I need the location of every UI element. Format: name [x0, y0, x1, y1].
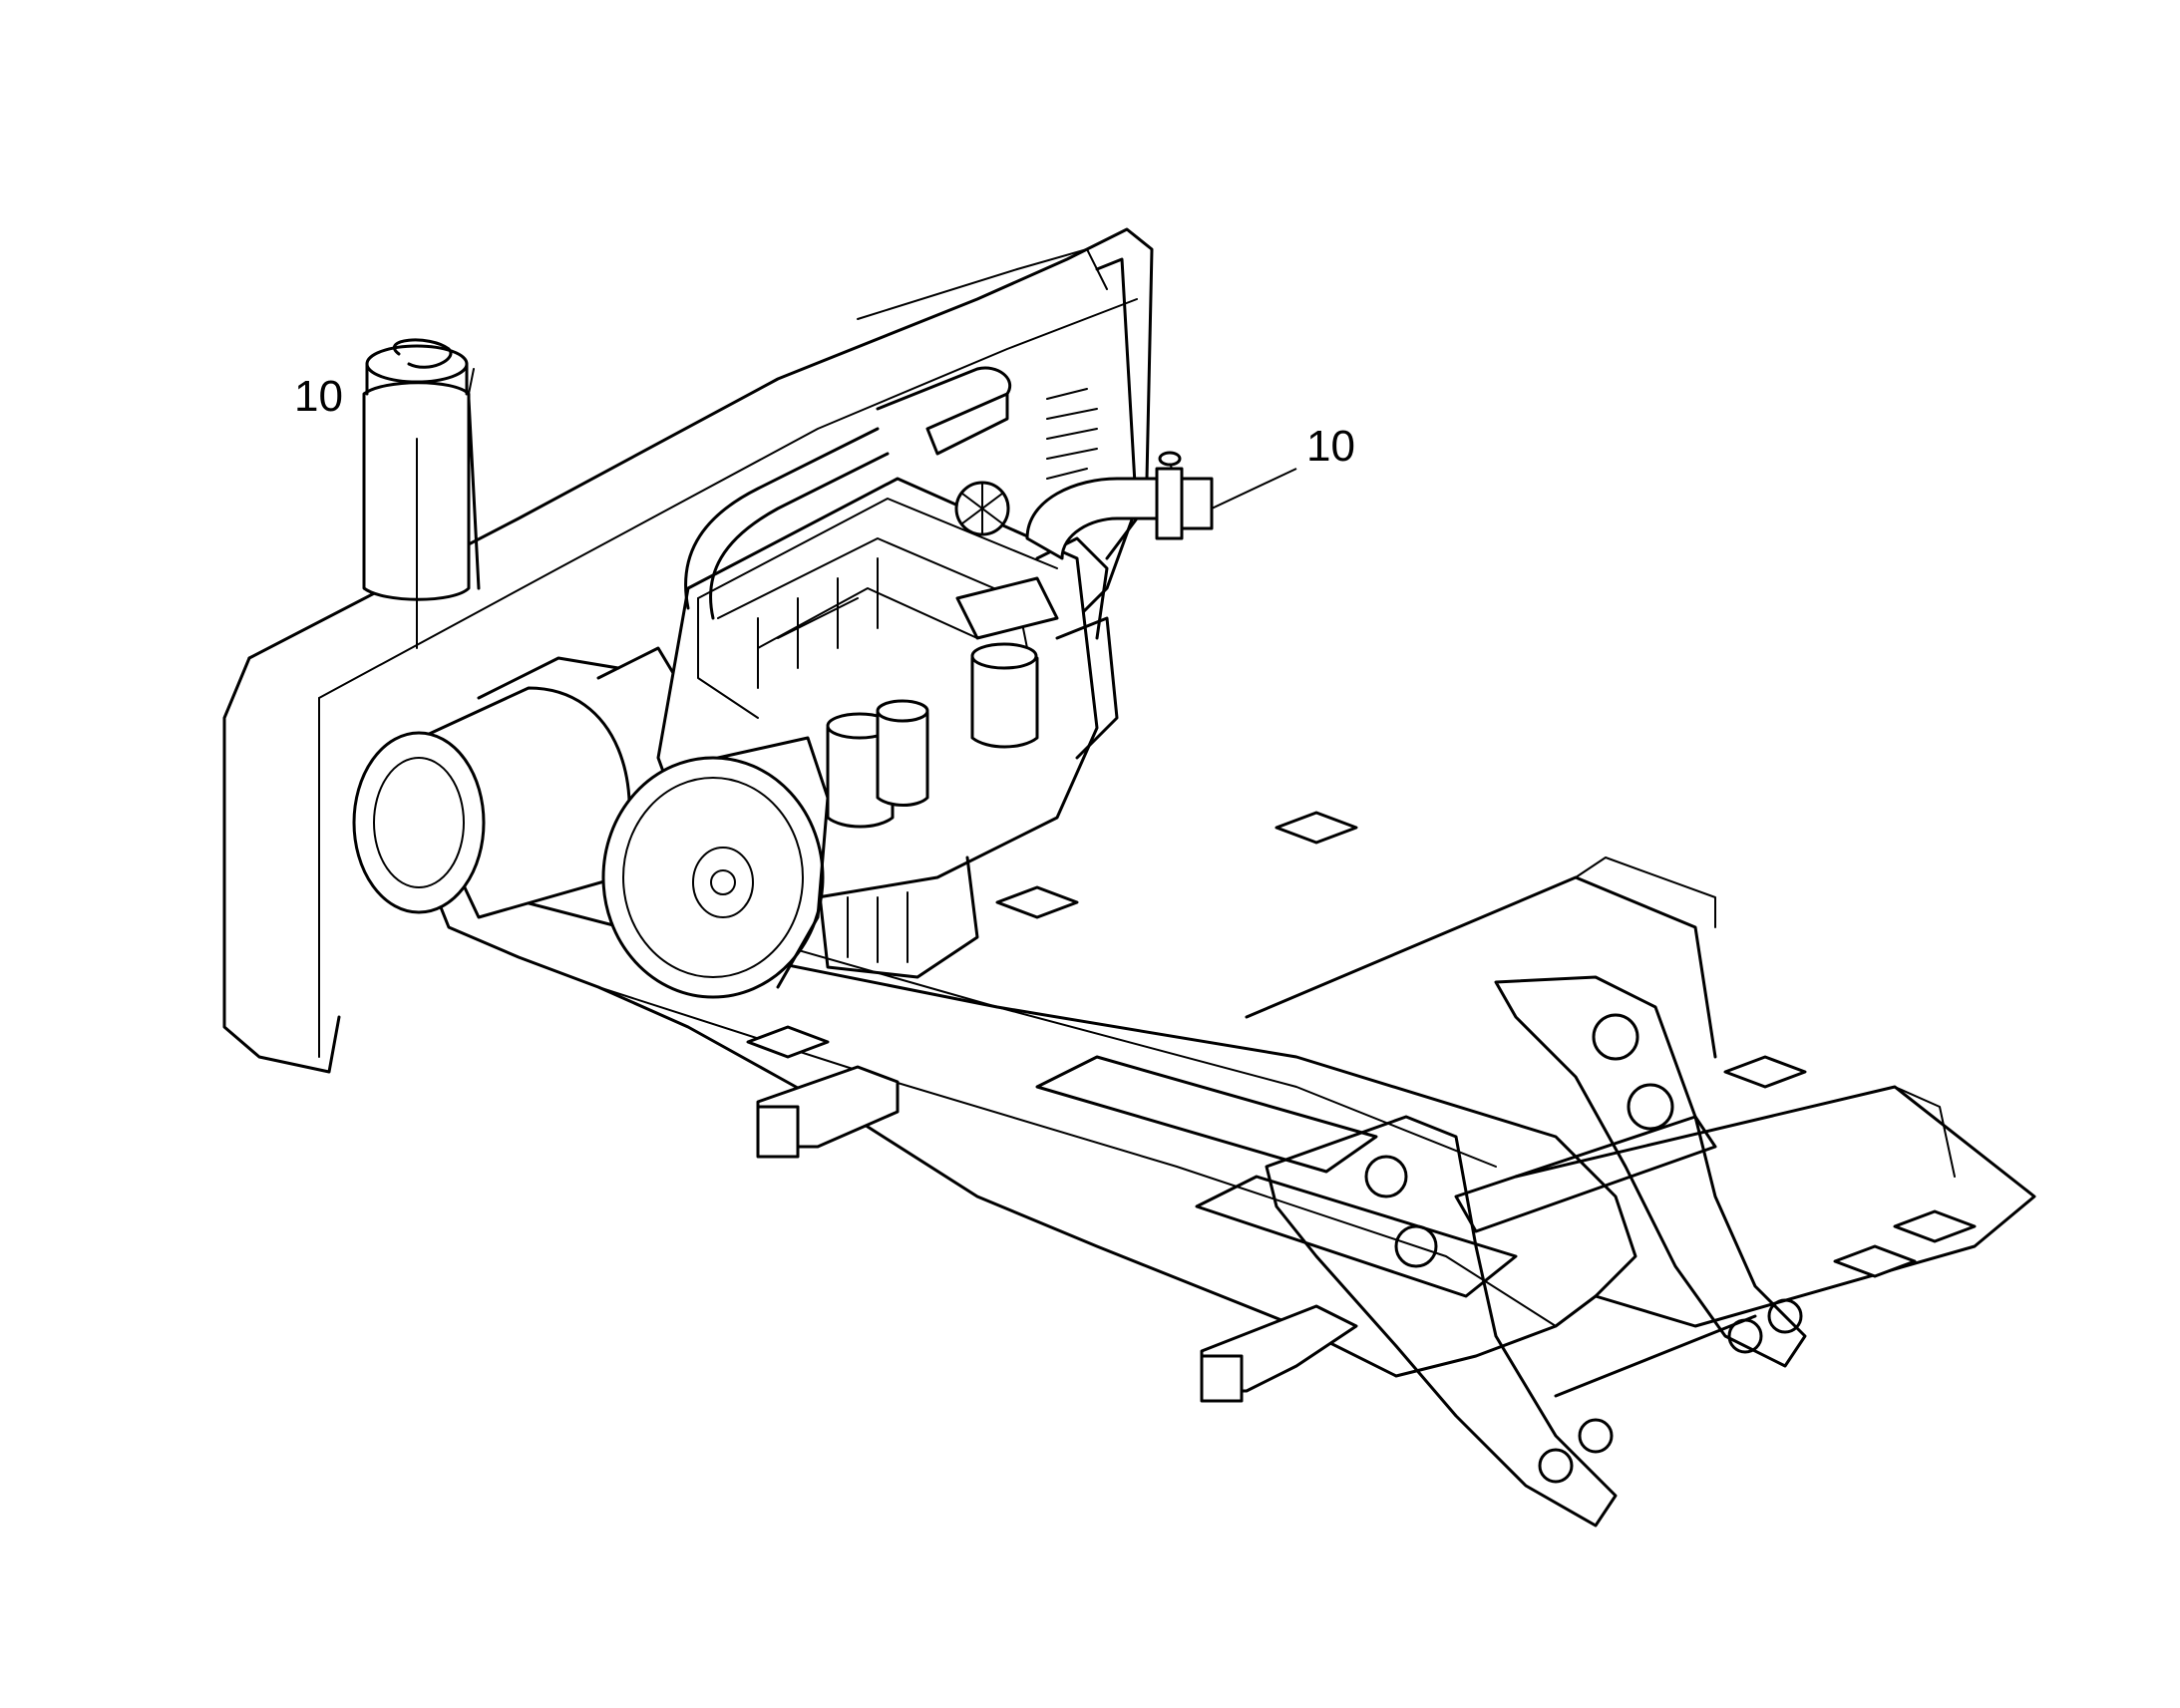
- callout-label-exhaust-elbow: 10: [1306, 422, 1355, 471]
- exhaust-elbow: [1025, 451, 1214, 560]
- exhaust-stack: [362, 338, 481, 649]
- flywheel-housing: [601, 736, 830, 999]
- rear-frame: [427, 811, 2036, 1403]
- callout-label-exhaust-stack: 10: [294, 372, 343, 421]
- counterweight-housing: [222, 227, 1154, 1074]
- radiator-grille: [1046, 388, 1098, 480]
- air-cleaner: [352, 646, 690, 919]
- callout-leader-right: [1211, 468, 1297, 510]
- intake-pipe: [684, 366, 1011, 620]
- lift-arm-assembly: [1265, 975, 1807, 1528]
